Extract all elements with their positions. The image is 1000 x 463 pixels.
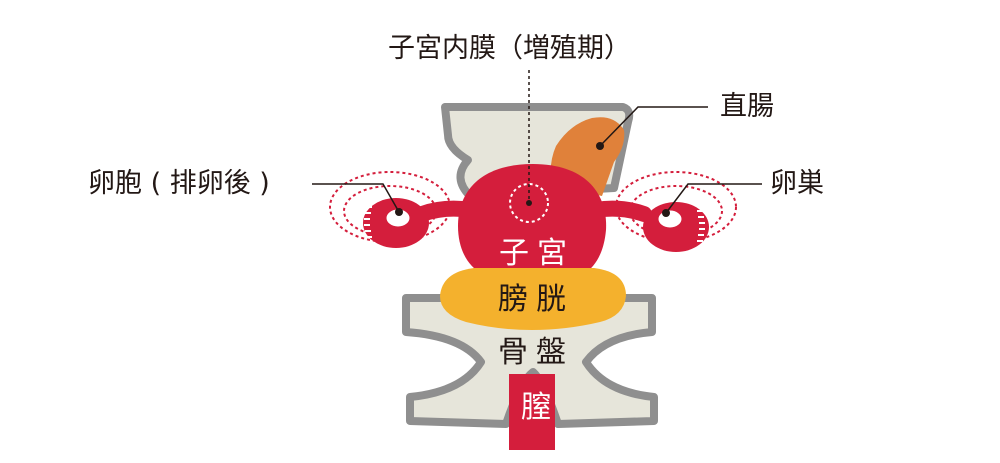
pelvis-bone	[402, 294, 658, 428]
pelvis-label: 骨盤	[498, 335, 574, 370]
bladder-label: 膀胱	[498, 282, 574, 317]
uterus-label: 子宮	[499, 236, 575, 271]
endometrium-label: 子宮内膜（増殖期）	[388, 33, 631, 64]
corpus-luteum-leader	[312, 183, 400, 213]
vagina	[509, 374, 555, 450]
ovary-dot	[662, 209, 670, 217]
ovary-label: 卵巣	[770, 168, 824, 199]
vagina-label: 膣	[521, 390, 551, 425]
rectum-dot	[596, 142, 604, 150]
rectum-label: 直腸	[720, 91, 774, 122]
uterus	[458, 164, 607, 274]
ovary-leader	[665, 183, 762, 214]
ovary-right	[643, 202, 709, 252]
corpus-luteum-label: 卵胞 ( 排卵後 )	[88, 168, 270, 199]
bladder	[440, 268, 626, 330]
ovary-left	[363, 198, 429, 248]
endometrium-marker	[509, 183, 549, 223]
rectum-leader	[599, 106, 708, 147]
endometrium-dot	[526, 200, 532, 206]
corpus-luteum-dot	[395, 208, 403, 216]
